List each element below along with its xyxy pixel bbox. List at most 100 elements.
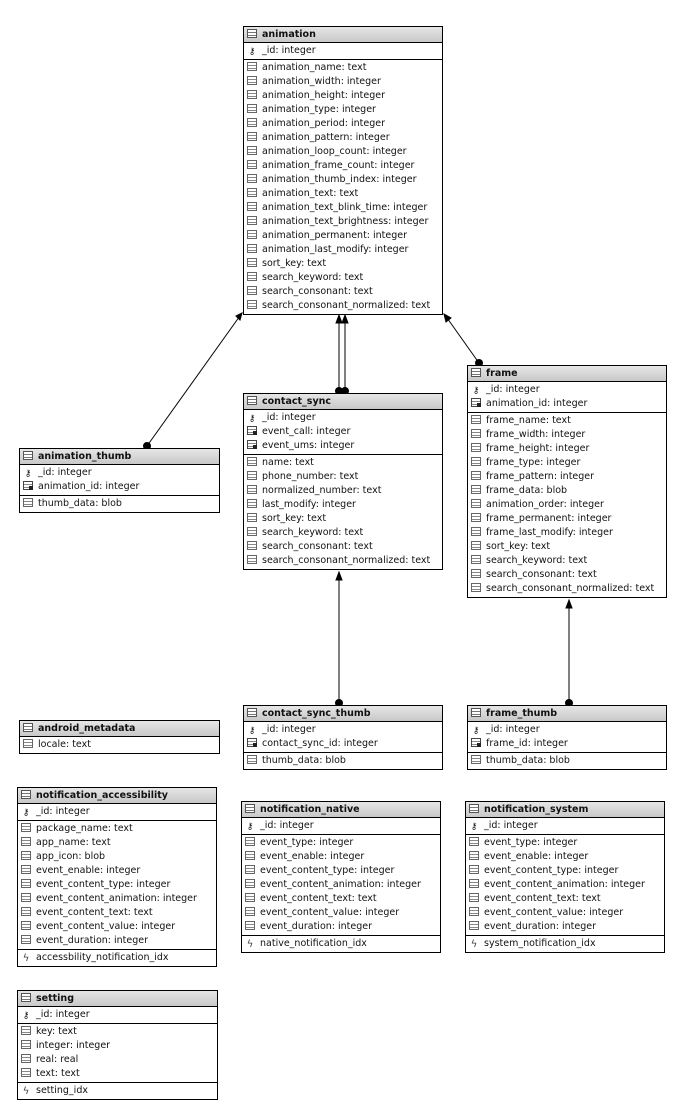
column-row[interactable]: phone_number: text — [244, 470, 442, 484]
foreign-key-row[interactable]: event_ums: integer — [244, 439, 442, 453]
foreign-key-row[interactable]: animation_id: integer — [20, 480, 219, 494]
column-row[interactable]: animation_frame_count: integer — [244, 159, 442, 173]
column-row[interactable]: animation_last_modify: integer — [244, 243, 442, 257]
column-row[interactable]: sort_key: text — [244, 257, 442, 271]
table-animation[interactable]: animation⚷_id: integer animation_name: te… — [243, 26, 443, 315]
column-row[interactable]: thumb_data: blob — [468, 754, 666, 768]
column-row[interactable]: animation_text: text — [244, 187, 442, 201]
column-row[interactable]: frame_type: integer — [468, 456, 666, 470]
foreign-key-row[interactable]: event_call: integer — [244, 425, 442, 439]
column-row[interactable]: search_consonant: text — [244, 285, 442, 299]
table-header[interactable]: notification_accessibility — [18, 788, 216, 804]
primary-key-row[interactable]: ⚷_id: integer — [466, 819, 664, 833]
column-row[interactable]: frame_last_modify: integer — [468, 526, 666, 540]
primary-key-row[interactable]: ⚷_id: integer — [20, 466, 219, 480]
table-header[interactable]: contact_sync_thumb — [244, 706, 442, 722]
column-row[interactable]: frame_height: integer — [468, 442, 666, 456]
column-row[interactable]: event_content_value: integer — [466, 906, 664, 920]
table-header[interactable]: frame_thumb — [468, 706, 666, 722]
column-row[interactable]: animation_thumb_index: integer — [244, 173, 442, 187]
column-row[interactable]: thumb_data: blob — [20, 497, 219, 511]
table-header[interactable]: notification_system — [466, 802, 664, 818]
table-header[interactable]: animation_thumb — [20, 449, 219, 465]
column-row[interactable]: event_type: integer — [242, 836, 440, 850]
column-row[interactable]: normalized_number: text — [244, 484, 442, 498]
column-row[interactable]: last_modify: integer — [244, 498, 442, 512]
column-row[interactable]: event_enable: integer — [466, 850, 664, 864]
foreign-key-row[interactable]: frame_id: integer — [468, 737, 666, 751]
column-row[interactable]: frame_width: integer — [468, 428, 666, 442]
primary-key-row[interactable]: ⚷_id: integer — [244, 411, 442, 425]
column-row[interactable]: event_type: integer — [466, 836, 664, 850]
table-notification-accessibility[interactable]: notification_accessibility⚷_id: integer p… — [17, 787, 217, 967]
column-row[interactable]: event_content_animation: integer — [466, 878, 664, 892]
column-row[interactable]: frame_permanent: integer — [468, 512, 666, 526]
column-row[interactable]: event_content_type: integer — [242, 864, 440, 878]
column-row[interactable]: key: text — [18, 1025, 217, 1039]
table-header[interactable]: android_metadata — [20, 721, 219, 737]
table-header[interactable]: notification_native — [242, 802, 440, 818]
primary-key-row[interactable]: ⚷_id: integer — [468, 723, 666, 737]
table-notification-system[interactable]: notification_system⚷_id: integer event_ty… — [465, 801, 665, 953]
column-row[interactable]: animation_loop_count: integer — [244, 145, 442, 159]
table-header[interactable]: setting — [18, 991, 217, 1007]
column-row[interactable]: animation_text_brightness: integer — [244, 215, 442, 229]
column-row[interactable]: package_name: text — [18, 822, 216, 836]
column-row[interactable]: frame_name: text — [468, 414, 666, 428]
column-row[interactable]: sort_key: text — [244, 512, 442, 526]
table-notification-native[interactable]: notification_native⚷_id: integer event_ty… — [241, 801, 441, 953]
column-row[interactable]: event_content_animation: integer — [242, 878, 440, 892]
primary-key-row[interactable]: ⚷_id: integer — [18, 805, 216, 819]
column-row[interactable]: name: text — [244, 456, 442, 470]
primary-key-row[interactable]: ⚷_id: integer — [244, 44, 442, 58]
primary-key-row[interactable]: ⚷_id: integer — [242, 819, 440, 833]
column-row[interactable]: search_keyword: text — [244, 526, 442, 540]
primary-key-row[interactable]: ⚷_id: integer — [468, 383, 666, 397]
column-row[interactable]: app_name: text — [18, 836, 216, 850]
column-row[interactable]: event_enable: integer — [18, 864, 216, 878]
table-header[interactable]: frame — [468, 366, 666, 382]
column-row[interactable]: animation_text_blink_time: integer — [244, 201, 442, 215]
column-row[interactable]: animation_permanent: integer — [244, 229, 442, 243]
column-row[interactable]: real: real — [18, 1053, 217, 1067]
column-row[interactable]: search_consonant: text — [244, 540, 442, 554]
column-row[interactable]: search_keyword: text — [244, 271, 442, 285]
column-row[interactable]: search_keyword: text — [468, 554, 666, 568]
column-row[interactable]: frame_pattern: integer — [468, 470, 666, 484]
foreign-key-row[interactable]: contact_sync_id: integer — [244, 737, 442, 751]
column-row[interactable]: text: text — [18, 1067, 217, 1081]
column-row[interactable]: event_content_value: integer — [242, 906, 440, 920]
column-row[interactable]: sort_key: text — [468, 540, 666, 554]
column-row[interactable]: animation_pattern: integer — [244, 131, 442, 145]
column-row[interactable]: event_content_text: text — [18, 906, 216, 920]
column-row[interactable]: thumb_data: blob — [244, 754, 442, 768]
column-row[interactable]: animation_name: text — [244, 61, 442, 75]
column-row[interactable]: event_content_type: integer — [18, 878, 216, 892]
column-row[interactable]: event_content_animation: integer — [18, 892, 216, 906]
table-header[interactable]: contact_sync — [244, 394, 442, 410]
table-header[interactable]: animation — [244, 27, 442, 43]
column-row[interactable]: search_consonant_normalized: text — [244, 554, 442, 568]
column-row[interactable]: app_icon: blob — [18, 850, 216, 864]
column-row[interactable]: event_content_type: integer — [466, 864, 664, 878]
column-row[interactable]: event_duration: integer — [242, 920, 440, 934]
column-row[interactable]: animation_height: integer — [244, 89, 442, 103]
column-row[interactable]: animation_width: integer — [244, 75, 442, 89]
column-row[interactable]: integer: integer — [18, 1039, 217, 1053]
column-row[interactable]: event_duration: integer — [466, 920, 664, 934]
primary-key-row[interactable]: ⚷_id: integer — [18, 1008, 217, 1022]
column-row[interactable]: event_duration: integer — [18, 934, 216, 948]
column-row[interactable]: animation_type: integer — [244, 103, 442, 117]
column-row[interactable]: event_content_text: text — [466, 892, 664, 906]
